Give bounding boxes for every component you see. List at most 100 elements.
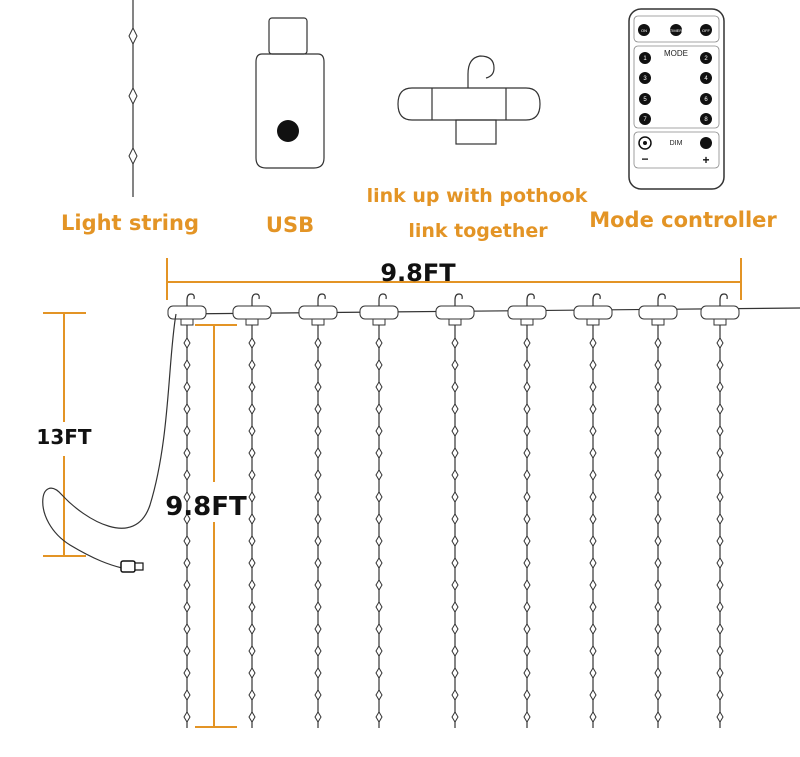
led-bead: [451, 425, 459, 437]
remote-mode-3: 3: [643, 76, 647, 82]
led-bead: [451, 579, 459, 591]
remote-mode-2: 2: [704, 56, 708, 62]
led-bead: [375, 645, 383, 657]
remote-control-icon: ON TIMER OFF MODE 1 2 3 4 5 6 7 8 DIM − …: [628, 8, 725, 190]
led-bead: [248, 425, 256, 437]
led-bead: [248, 535, 256, 547]
remote-timer-button: TIMER: [670, 28, 683, 33]
led-bead: [589, 403, 597, 415]
led-bead: [654, 337, 662, 349]
led-bead: [654, 711, 662, 723]
led-bead: [248, 381, 256, 393]
led-bead: [375, 711, 383, 723]
dim-up-icon: [700, 137, 712, 149]
led-bead: [451, 689, 459, 701]
led-bead: [654, 601, 662, 613]
led-bead: [523, 557, 531, 569]
remote-on-button: ON: [641, 28, 647, 33]
led-bead: [523, 689, 531, 701]
led-bead: [523, 447, 531, 459]
led-bead: [589, 425, 597, 437]
led-bead: [248, 513, 256, 525]
led-bead: [183, 513, 191, 525]
led-bead: [523, 491, 531, 503]
connector-clip: [638, 305, 678, 320]
led-bead: [314, 601, 322, 613]
led-bead: [589, 711, 597, 723]
led-bead: [314, 535, 322, 547]
led-bead: [523, 337, 531, 349]
led-bead: [716, 513, 724, 525]
led-bead: [451, 645, 459, 657]
pothook-label-line2: link together: [408, 220, 548, 242]
led-bead: [314, 513, 322, 525]
led-bead: [183, 381, 191, 393]
led-bead: [654, 513, 662, 525]
remote-off-button: OFF: [702, 28, 711, 33]
led-bead: [183, 337, 191, 349]
remote-mode-1: 1: [643, 56, 647, 62]
led-bead: [716, 403, 724, 415]
hook-icon: [317, 293, 326, 306]
led-bead: [314, 447, 322, 459]
light-strand: [507, 293, 547, 728]
led-bead: [183, 557, 191, 569]
light-string-label: Light string: [61, 211, 199, 235]
led-bead: [248, 491, 256, 503]
led-bead: [314, 645, 322, 657]
led-bead: [451, 337, 459, 349]
led-bead: [716, 623, 724, 635]
led-bead: [654, 381, 662, 393]
led-bead: [314, 337, 322, 349]
led-bead: [375, 403, 383, 415]
led-bead: [654, 447, 662, 459]
connector-clip: [573, 305, 613, 320]
led-bead: [654, 403, 662, 415]
led-bead: [375, 667, 383, 679]
led-bead: [589, 645, 597, 657]
led-bead: [248, 557, 256, 569]
light-strand: [359, 293, 399, 728]
led-bead: [248, 601, 256, 613]
led-bead: [523, 403, 531, 415]
hook-icon: [657, 293, 666, 306]
led-bead: [589, 689, 597, 701]
curtain-strands: [167, 293, 740, 728]
led-bead: [375, 601, 383, 613]
led-bead: [589, 579, 597, 591]
led-bead: [523, 513, 531, 525]
led-bead: [183, 425, 191, 437]
hook-icon: [454, 293, 463, 306]
led-bead: [589, 337, 597, 349]
led-bead: [375, 689, 383, 701]
led-bead: [183, 689, 191, 701]
led-bead: [589, 623, 597, 635]
led-bead: [248, 359, 256, 371]
led-bead: [716, 667, 724, 679]
led-bead: [523, 381, 531, 393]
led-bead: [183, 403, 191, 415]
led-bead: [451, 513, 459, 525]
led-bead: [451, 535, 459, 547]
remote-mode-7: 7: [643, 117, 647, 123]
led-bead: [314, 557, 322, 569]
led-bead: [183, 469, 191, 481]
led-bead: [248, 579, 256, 591]
led-bead: [375, 447, 383, 459]
remote-mode-label: MODE: [664, 49, 688, 58]
led-bead: [375, 579, 383, 591]
light-string-icon: [128, 0, 138, 197]
led-bead: [375, 491, 383, 503]
width-dimension: [166, 258, 742, 300]
top-main-wire: [174, 307, 800, 315]
led-bead: [451, 601, 459, 613]
led-bead: [375, 535, 383, 547]
connector-clip: [232, 305, 272, 320]
led-bead: [654, 469, 662, 481]
hook-icon: [719, 293, 728, 306]
led-bead: [314, 667, 322, 679]
led-bead: [523, 359, 531, 371]
drop-dimension: [195, 324, 237, 728]
led-bead: [716, 711, 724, 723]
